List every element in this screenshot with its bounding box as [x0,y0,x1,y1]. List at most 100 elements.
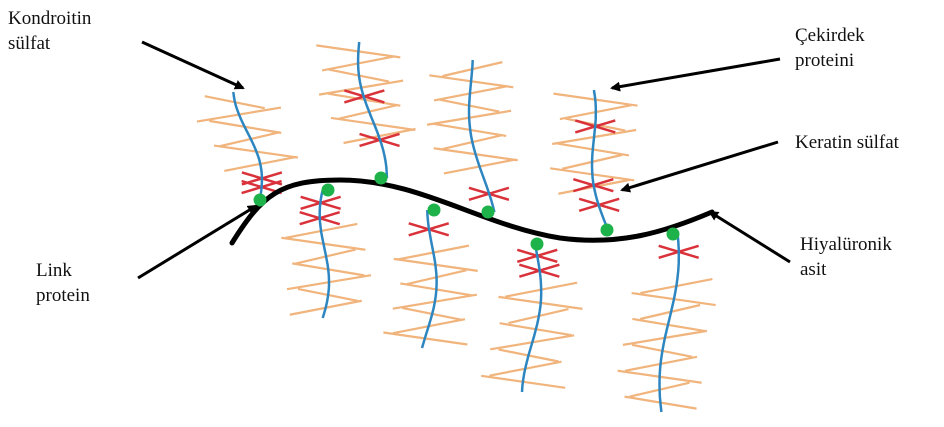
arrow-keratin-sulfat [622,142,778,190]
chondroitin-sulfate-chain [434,148,476,154]
chondroitin-sulfate-chain [471,81,513,87]
chondroitin-sulfate-chain [205,96,235,102]
arrow-cekirdek-proteini [612,59,780,88]
chondroitin-sulfate-chain [618,371,660,377]
arrow-link-protein [138,206,256,278]
chondroitin-sulfate-chain [640,312,670,319]
chondroitin-sulfate-chain [287,282,329,289]
chondroitin-sulfate-chain [326,301,362,308]
chondroitin-sulfate-chain [436,289,472,295]
chondroitin-sulfate-chain [224,164,260,171]
chondroitin-sulfate-chain [298,289,328,295]
chondroitin-sulfate-chain [560,112,596,119]
chondroitin-sulfate-chain [481,376,523,382]
chondroitin-sulfate-chain [662,351,692,357]
chondroitin-sulfate-chain [625,364,661,371]
chondroitin-sulfate-chain [539,309,569,316]
chondroitin-sulfate-chain [368,105,398,112]
chondroitin-sulfate-chain [525,362,561,369]
proteoglycan-monomer [427,60,518,212]
chondroitin-sulfate-chain [256,152,298,158]
chondroitin-sulfate-chain [239,108,281,115]
chondroitin-sulfate-chain [433,246,469,253]
proteoglycan-monomer [281,190,371,318]
label-link-protein-line1: Link [36,258,90,283]
chondroitin-sulfate-chain [296,257,326,264]
link-protein-dot [531,238,544,251]
chondroitin-sulfate-chain [322,63,358,70]
chondroitin-sulfate-chain [329,70,359,76]
chondroitin-sulfate-chain [593,149,629,155]
chondroitin-sulfate-chain [359,76,389,82]
chondroitin-sulfate-chain [393,326,429,333]
chondroitin-sulfate-chain [197,115,239,122]
chondroitin-sulfate-chain [509,316,539,323]
chondroitin-sulfate-chain [500,323,536,329]
label-kondroitin-sulfat-line1: Kondroitin [8,6,91,31]
link-protein-dot [254,194,267,207]
chondroitin-sulfate-chain [394,259,436,265]
chondroitin-sulfate-chain [439,100,469,106]
chondroitin-sulfate-chain [557,143,593,149]
chondroitin-sulfate-chain [397,253,433,260]
label-keratin-sulfat: Keratin sülfat [795,130,899,155]
chondroitin-sulfate-chain [661,357,697,364]
chondroitin-sulfate-chain [358,56,394,63]
chondroitin-sulfate-chain [623,338,665,345]
link-protein-dot [428,204,441,217]
chondroitin-sulfate-chain [469,111,511,118]
label-cekirdek-proteini-line2: proteini [795,48,865,73]
label-kondroitin-sulfat-line2: sülfat [8,31,91,56]
proteoglycan-monomer [481,244,582,392]
chondroitin-sulfate-chain [472,135,502,142]
chondroitin-sulfate-chain [489,369,525,376]
proteoglycan-monomer [550,90,637,230]
chondroitin-sulfate-chain [444,166,480,173]
chondroitin-sulfate-chain [665,331,707,338]
proteoglycan-monomer [197,92,298,200]
link-protein-dot [482,206,495,219]
chondroitin-sulfate-chain [437,270,467,277]
chondroitin-sulfate-chain [470,86,506,93]
label-hiyaluronik-asit: Hiyalüronik asit [800,232,892,282]
chondroitin-sulfate-chain [660,377,702,383]
chondroitin-sulfate-chain [383,332,425,338]
chondroitin-sulfate-chain [442,69,472,76]
chondroitin-sulfate-chain [361,81,403,88]
chondroitin-sulfate-chain [358,51,400,57]
chondroitin-sulfate-chain [209,121,245,127]
proteoglycan-monomer [618,234,716,412]
link-protein-dot [322,184,335,197]
chondroitin-sulfate-chain [328,269,364,275]
chondroitin-sulfate-chain [281,238,323,244]
chondroitin-sulfate-chain [425,338,467,344]
label-cekirdek-proteini-line1: Çekirdek [795,23,865,48]
chondroitin-sulfate-chain [668,325,704,331]
chondroitin-sulfate-chain [331,118,373,124]
chondroitin-sulfate-chain [432,314,462,320]
chondroitin-sulfate-chain [630,390,660,397]
chondroitin-sulfate-chain [562,162,592,169]
link-protein-dot [667,228,680,241]
chondroitin-sulfate-chain [552,137,594,144]
chondroitin-sulfate-chain [373,124,415,130]
chondroitin-sulfate-chain [541,283,577,290]
chondroitin-sulfate-chain [632,319,668,325]
chondroitin-sulfate-chain [550,168,592,174]
link-protein-dot [601,224,614,237]
chondroitin-sulfate-chain [470,130,506,136]
chondroitin-sulfate-chain [498,297,540,303]
chondroitin-sulfate-chain [661,403,697,409]
chondroitin-sulfate-chain [435,295,477,302]
chondroitin-sulfate-chain [540,303,582,309]
chondroitin-sulfate-chain [596,105,632,112]
chondroitin-sulfate-chain [436,265,478,271]
chondroitin-sulfate-chain [323,244,365,250]
label-link-protein: Link protein [36,258,90,308]
chondroitin-sulfate-chain [427,118,469,125]
chondroitin-sulfate-chain [480,159,516,166]
chondroitin-sulfate-chain [523,382,565,388]
chondroitin-sulfate-chain [434,93,470,100]
link-protein-dot [375,172,388,185]
chondroitin-sulfate-chain [220,139,250,146]
